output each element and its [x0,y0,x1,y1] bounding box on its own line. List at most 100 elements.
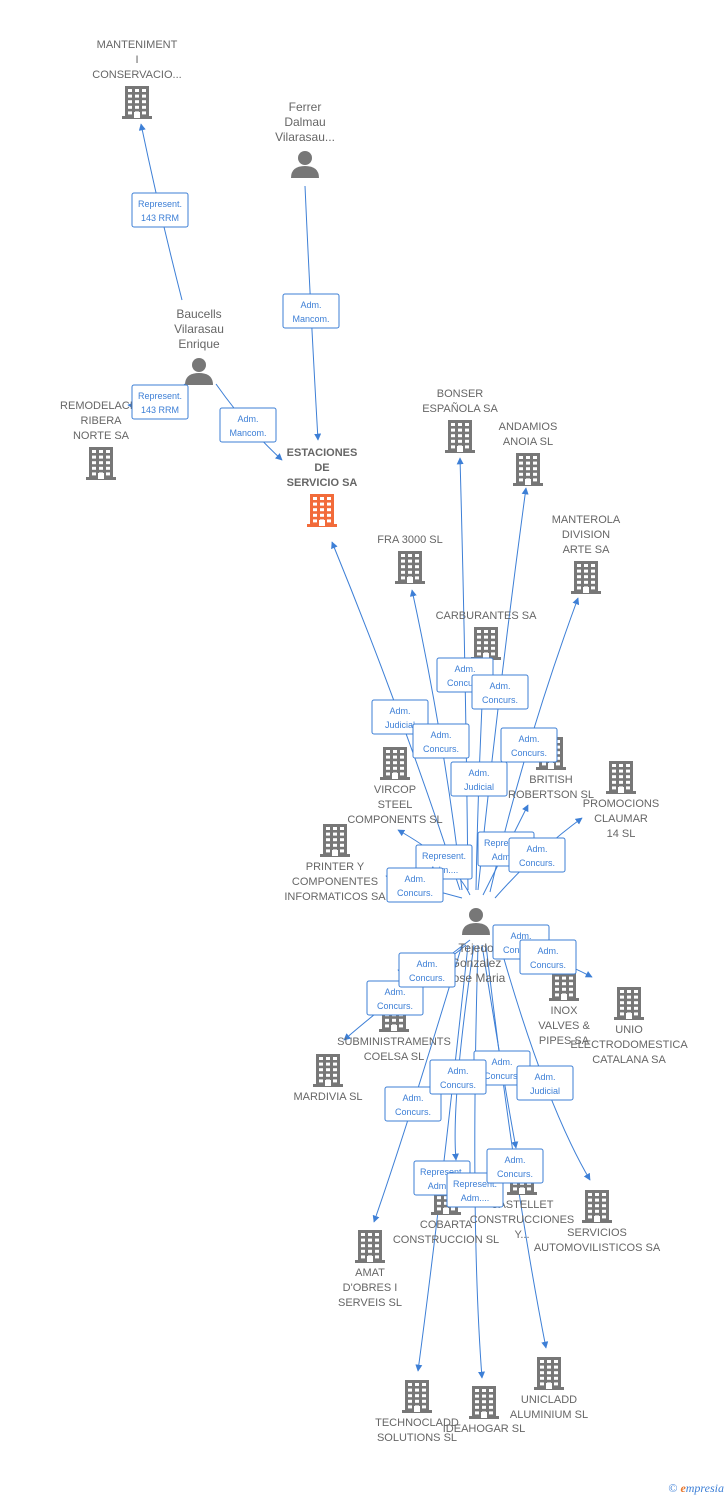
edge-label-box[interactable]: Represent.143 RRM [131,192,189,228]
edge-label-box[interactable]: Adm.Concurs. [398,952,456,988]
nodes-layer: MANTENIMENT I CONSERVACIO... FerrerDalmauVi… [60,39,688,1444]
edge-label-box[interactable]: Represent. 143 RRM [131,384,189,420]
node-label: CATALANA SA [592,1054,666,1066]
edge-label-box[interactable]: Adm.Concurs. [429,1059,487,1095]
edge-label-box[interactable]: Adm. Concurs. [500,727,558,763]
edge-label-text: Adm. [518,734,539,744]
edge-label-text: Represent. [420,1167,464,1177]
edge-label-text: Represent. [453,1179,497,1189]
copyright-symbol: © [668,1481,678,1495]
building-icon [402,1380,432,1413]
edge-label-text: Judicial [464,782,494,792]
edge-label-text: Concurs. [511,748,547,758]
edge-label-box[interactable]: Adm.Mancom. [219,407,277,443]
node-label: ROBERTSON SL [508,789,594,801]
node-label: Tejedo [458,941,494,955]
node-mardivia[interactable]: MARDIVIA SL [293,1054,363,1103]
node-label: INFORMATICOS SA [284,891,386,903]
node-ideahogar[interactable]: IDEAHOGAR SL [443,1386,526,1435]
building-icon [614,987,644,1020]
node-label: D'OBRES I [343,1282,398,1294]
edge-label-text: Concurs. [519,858,555,868]
edge-label-box[interactable]: Adm.Judicial [450,761,508,797]
edge-label-text: Represent. [138,391,182,401]
edge-label-text: Adm. [430,730,451,740]
edge-label-box[interactable]: Adm.Concurs. [486,1148,544,1184]
edge-label-text: 143 RRM [141,213,179,223]
node-label: Baucells [176,307,221,321]
node-carburantes[interactable]: CARBURANTES SA [436,610,538,660]
building-icon [380,747,410,780]
edge-label-text: Judicial [530,1086,560,1096]
node-label: CONSTRUCCION SL [393,1234,499,1246]
node-label: SERVEIS SL [338,1297,402,1309]
edge-label-box[interactable]: Adm.Concurs. [366,980,424,1016]
node-label: VALVES & [538,1020,590,1032]
person-icon [291,151,319,178]
node-fra3000[interactable]: FRA 3000 SL [377,534,443,584]
edge-label-text: Adm. [404,874,425,884]
edge-label-text: Adm. [454,664,475,674]
node-label: ALUMINIUM SL [510,1409,588,1421]
edge-label-text: Mancom. [292,314,329,324]
edge-label-text: Adm.... [492,852,521,862]
node-manteniment[interactable]: MANTENIMENT I CONSERVACIO... [92,39,182,119]
node-label: REMODELACI... [60,400,142,412]
node-label: Y... [514,1229,529,1241]
node-label: COMPONENTES [292,876,378,888]
edge-label-box[interactable]: Adm.Concurs. [508,837,566,873]
node-label: COELSA SL [364,1051,425,1063]
node-label: COMPONENTS SL [347,814,442,826]
edge-label-text: Adm. [504,1155,525,1165]
edge-label-box[interactable]: Adm.Concurs. [412,723,470,759]
node-label: BONSER [437,388,484,400]
edge-label-box[interactable]: Adm.Judicial [516,1065,574,1101]
building-icon [582,1190,612,1223]
node-label: PIPES SA [539,1035,590,1047]
edge-label-text: Adm. [237,414,258,424]
edge-label-box[interactable]: Adm.Concurs. [471,674,529,710]
node-ferrer[interactable]: FerrerDalmauVilarasau... [275,100,335,178]
edge-label-box[interactable]: Adm.Concurs. [386,867,444,903]
building-icon [571,561,601,594]
edge-label-text: Adm. [389,706,410,716]
node-label: RIBERA [81,415,123,427]
edge-labels-layer: Represent.143 RRMAdm.Mancom.Adm.Mancom.R… [131,192,577,1208]
node-label: MANTENIMENT [97,39,178,51]
node-label: CONSTRUCCIONES [470,1214,575,1226]
node-label: CARBURANTES SA [436,610,538,622]
edge-label-text: Concurs. [484,1071,520,1081]
edge-label-text: Concurs. [447,678,483,688]
building-icon [513,453,543,486]
edge-label-box[interactable]: Adm.Concurs. [384,1086,442,1122]
edge-label-box[interactable]: Adm.Concurs. [519,939,577,975]
edge-label-text: Adm.... [461,1193,490,1203]
node-label: CONSERVACIO... [92,69,181,81]
edge-label-box[interactable]: Adm.Mancom. [282,293,340,329]
edge-label-text: Adm. [402,1093,423,1103]
node-label: ESTACIONES [287,447,358,459]
node-label: PROMOCIONS [583,798,659,810]
edge-label-text: 143 RRM [141,405,179,415]
node-label: ANOIA SL [503,436,553,448]
node-label: I [135,54,138,66]
building-icon [606,761,636,794]
node-label: Dalmau [284,115,325,129]
edge-label-text: Concurs. [482,695,518,705]
